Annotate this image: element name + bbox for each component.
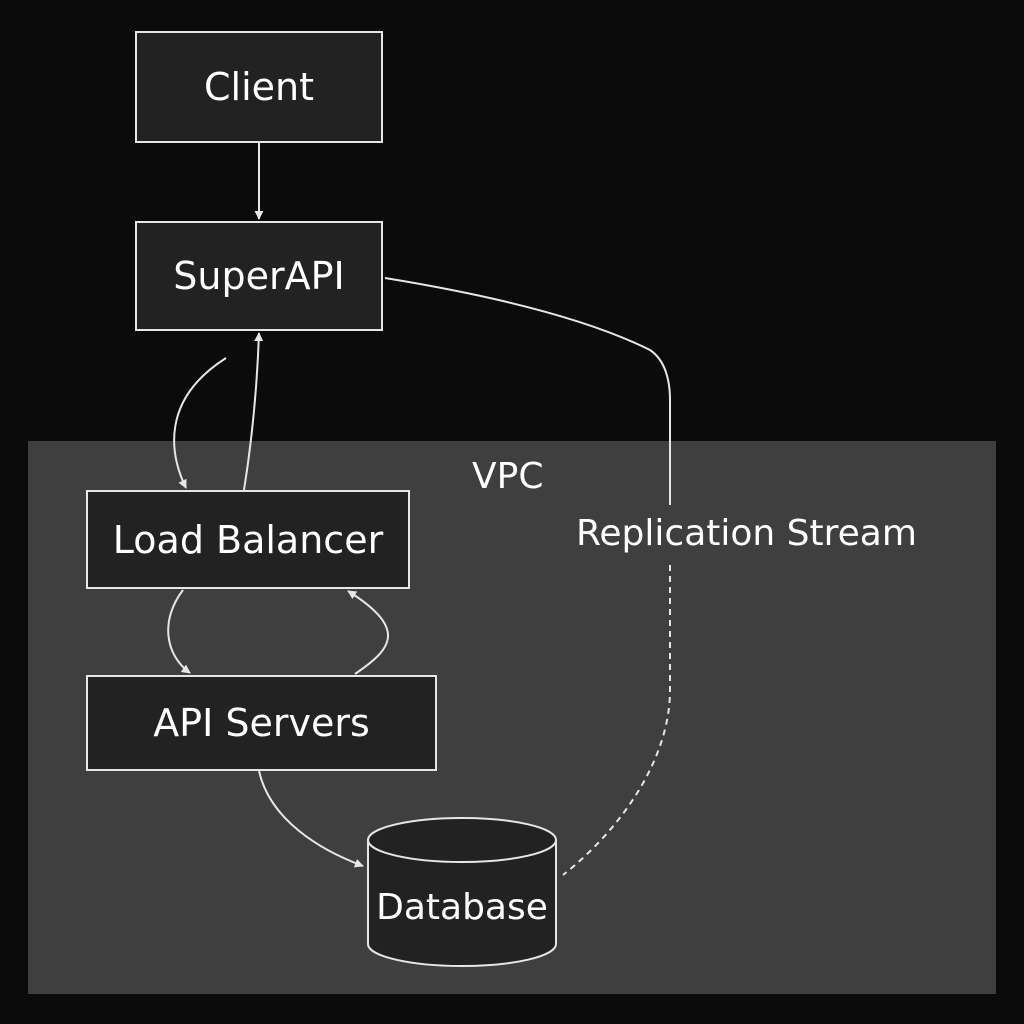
database-cylinder xyxy=(367,817,557,967)
database-label: Database xyxy=(376,887,548,928)
api-servers-node: API Servers xyxy=(86,675,437,771)
client-node: Client xyxy=(135,31,383,143)
superapi-label: SuperAPI xyxy=(173,254,345,298)
edge-loadbalancer-superapi xyxy=(243,332,264,491)
edge-replication-dashed xyxy=(562,565,671,876)
load-balancer-node: Load Balancer xyxy=(86,490,410,589)
api-servers-label: API Servers xyxy=(153,701,370,745)
edge-replication-solid xyxy=(384,277,671,505)
vpc-label: VPC xyxy=(472,456,544,497)
client-label: Client xyxy=(203,65,314,109)
edge-apiservers-database xyxy=(258,770,364,868)
load-balancer-label: Load Balancer xyxy=(112,517,384,562)
edge-apiservers-loadbalancer xyxy=(347,590,389,675)
edge-loadbalancer-apiservers xyxy=(167,589,191,674)
replication-stream-label: Replication Stream xyxy=(576,513,917,554)
superapi-node: SuperAPI xyxy=(135,221,383,331)
edge-superapi-loadbalancer xyxy=(173,357,227,489)
